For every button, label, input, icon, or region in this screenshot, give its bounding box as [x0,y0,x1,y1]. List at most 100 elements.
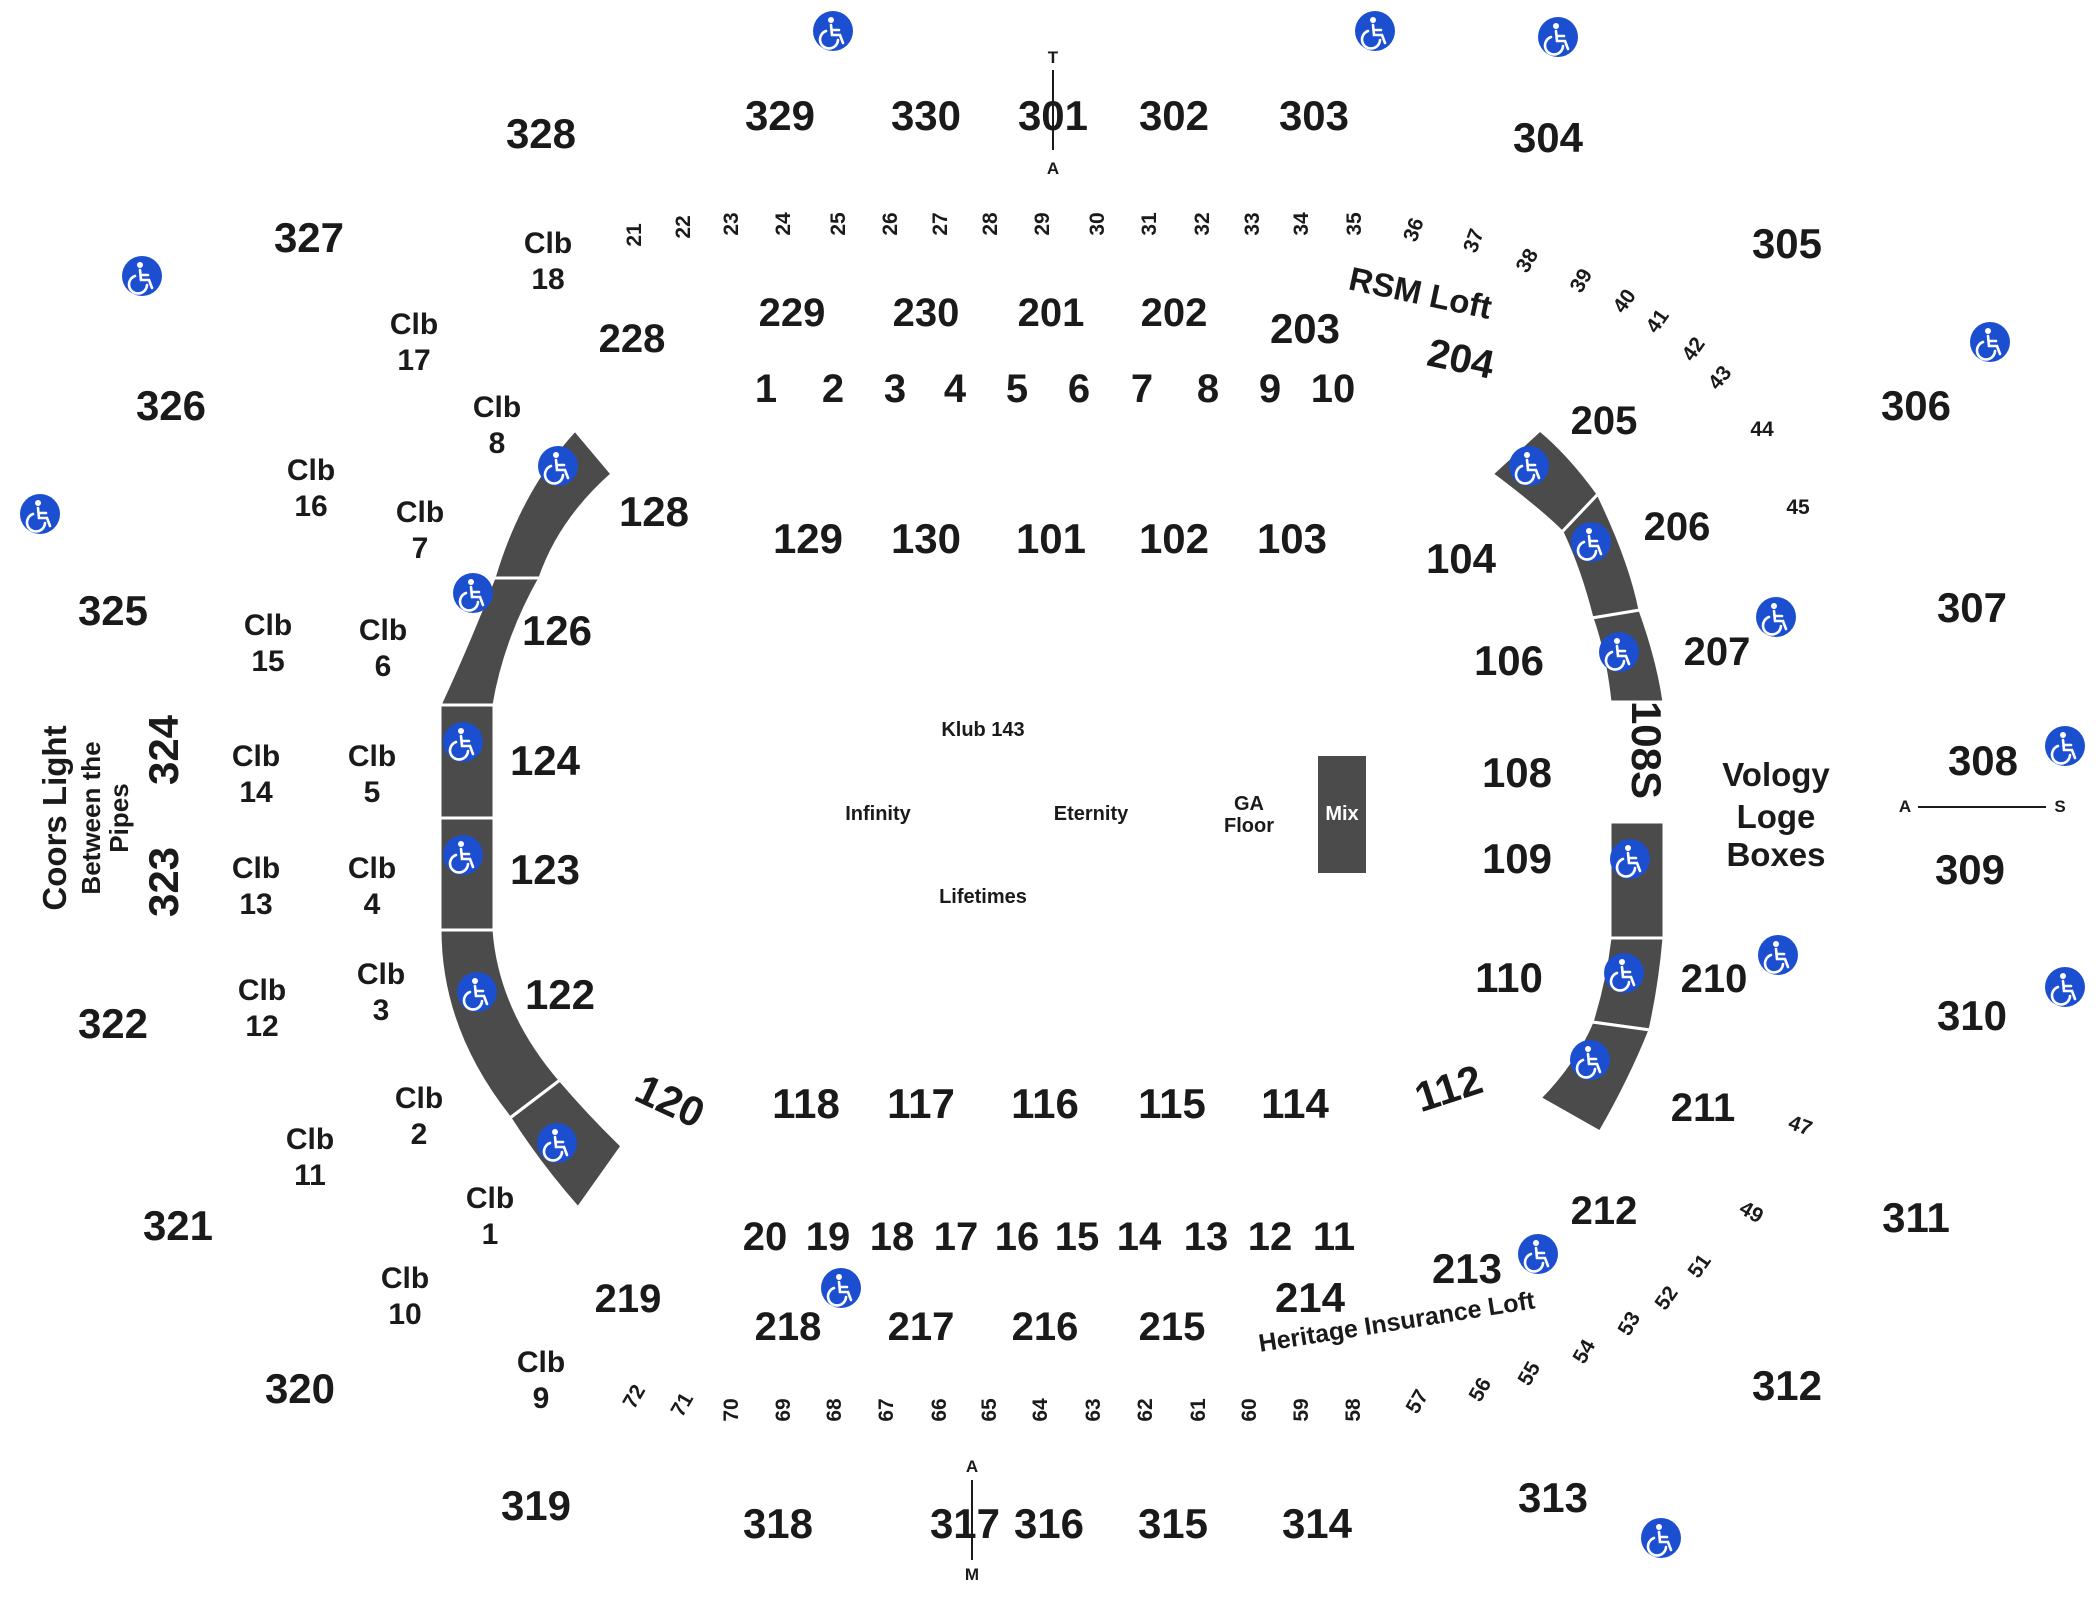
suite-34[interactable]: 34 [1290,212,1313,236]
club-15-number[interactable]: 15 [251,645,284,678]
row-top-1[interactable]: 1 [755,367,777,411]
row-top-8[interactable]: 8 [1197,367,1219,411]
section-310[interactable]: 310 [1937,992,2007,1039]
floor-infinity[interactable]: Infinity [845,803,911,825]
suite-65[interactable]: 65 [978,1398,1001,1422]
vology-line2[interactable]: Loge [1737,798,1816,835]
section-307[interactable]: 307 [1937,584,2007,631]
section-110[interactable]: 110 [1475,954,1543,1001]
section-214[interactable]: 214 [1275,1274,1346,1321]
suite-47[interactable]: 47 [1785,1111,1815,1141]
club-3-number[interactable]: 3 [373,994,390,1027]
section-301[interactable]: 301 [1018,92,1088,139]
club-11-number[interactable]: 11 [294,1159,326,1192]
club-16-number[interactable]: 16 [294,490,327,523]
row-bottom-14[interactable]: 14 [1117,1215,1162,1259]
suite-60[interactable]: 60 [1238,1398,1261,1421]
section-212[interactable]: 212 [1571,1189,1638,1233]
section-216[interactable]: 216 [1012,1305,1079,1349]
section-103[interactable]: 103 [1257,515,1327,562]
suite-59[interactable]: 59 [1290,1398,1313,1421]
row-top-4[interactable]: 4 [944,367,967,411]
section-117[interactable]: 117 [887,1080,955,1127]
club-6-prefix[interactable]: Clb [359,614,407,647]
section-104[interactable]: 104 [1426,535,1497,582]
section-112[interactable]: 112 [1409,1055,1488,1121]
suite-37[interactable]: 37 [1459,226,1489,256]
row-top-10[interactable]: 10 [1311,367,1356,411]
section-114[interactable]: 114 [1261,1080,1329,1127]
suite-57[interactable]: 57 [1402,1386,1434,1418]
section-101[interactable]: 101 [1016,515,1086,562]
floor-ga-line1[interactable]: GA [1234,793,1264,815]
coors-line2[interactable]: Between the [76,741,106,894]
section-309[interactable]: 309 [1935,846,2005,893]
section-207[interactable]: 207 [1684,630,1751,674]
section-123[interactable]: 123 [510,846,580,893]
suite-56[interactable]: 56 [1465,1374,1497,1406]
section-129[interactable]: 129 [773,515,843,562]
section-230[interactable]: 230 [893,291,960,335]
club-10-number[interactable]: 10 [388,1298,421,1331]
club-18-prefix[interactable]: Clb [524,227,572,260]
section-108S[interactable]: 108S [1623,701,1670,799]
club-11-prefix[interactable]: Clb [286,1123,334,1156]
section-303[interactable]: 303 [1279,92,1349,139]
section-323[interactable]: 323 [140,847,187,917]
section-306[interactable]: 306 [1881,382,1951,429]
row-bottom-19[interactable]: 19 [806,1215,851,1259]
vology-line1[interactable]: Vology [1722,756,1830,793]
suite-44[interactable]: 44 [1750,418,1774,441]
section-124[interactable]: 124 [510,737,581,784]
suite-51[interactable]: 51 [1684,1250,1716,1283]
suite-63[interactable]: 63 [1082,1398,1105,1421]
row-bottom-16[interactable]: 16 [995,1215,1040,1259]
section-205[interactable]: 205 [1571,399,1638,443]
club-2-number[interactable]: 2 [411,1118,428,1151]
club-4-number[interactable]: 4 [364,888,381,921]
section-304[interactable]: 304 [1513,114,1584,161]
section-330[interactable]: 330 [891,92,961,139]
row-top-9[interactable]: 9 [1259,367,1281,411]
section-218[interactable]: 218 [755,1305,822,1349]
section-201[interactable]: 201 [1018,291,1085,335]
section-316[interactable]: 316 [1014,1500,1084,1547]
section-302[interactable]: 302 [1139,92,1209,139]
club-5-prefix[interactable]: Clb [348,740,396,773]
suite-72[interactable]: 72 [619,1381,651,1413]
section-108[interactable]: 108 [1482,749,1552,796]
club-15-prefix[interactable]: Clb [244,609,292,642]
suite-55[interactable]: 55 [1514,1358,1546,1390]
club-17-prefix[interactable]: Clb [390,308,438,341]
floor-klub-143[interactable]: Klub 143 [941,719,1024,741]
section-118[interactable]: 118 [772,1080,840,1127]
rsm-loft-label[interactable]: RSM Loft [1346,260,1495,326]
suite-52[interactable]: 52 [1651,1282,1683,1314]
suite-69[interactable]: 69 [772,1398,795,1421]
row-bottom-20[interactable]: 20 [743,1215,788,1259]
row-bottom-15[interactable]: 15 [1055,1215,1100,1259]
row-bottom-13[interactable]: 13 [1184,1215,1229,1259]
suite-30[interactable]: 30 [1086,212,1109,235]
section-228[interactable]: 228 [599,317,666,361]
suite-21[interactable]: 21 [623,223,646,247]
section-215[interactable]: 215 [1139,1305,1206,1349]
section-321[interactable]: 321 [143,1202,213,1249]
row-bottom-12[interactable]: 12 [1248,1215,1293,1259]
suite-28[interactable]: 28 [979,212,1002,236]
section-229[interactable]: 229 [759,291,826,335]
floor-ga-line2[interactable]: Floor [1224,815,1274,837]
suite-22[interactable]: 22 [672,215,695,238]
suite-41[interactable]: 41 [1642,305,1674,338]
club-16-prefix[interactable]: Clb [287,454,335,487]
row-bottom-18[interactable]: 18 [870,1215,915,1259]
section-211[interactable]: 211 [1671,1086,1736,1130]
section-319[interactable]: 319 [501,1482,571,1529]
club-13-number[interactable]: 13 [239,888,272,921]
club-2-prefix[interactable]: Clb [395,1082,443,1115]
suite-35[interactable]: 35 [1343,212,1366,236]
coors-line3[interactable]: Pipes [104,783,134,852]
row-top-2[interactable]: 2 [822,367,844,411]
section-315[interactable]: 315 [1138,1500,1208,1547]
club-1-prefix[interactable]: Clb [466,1182,514,1215]
